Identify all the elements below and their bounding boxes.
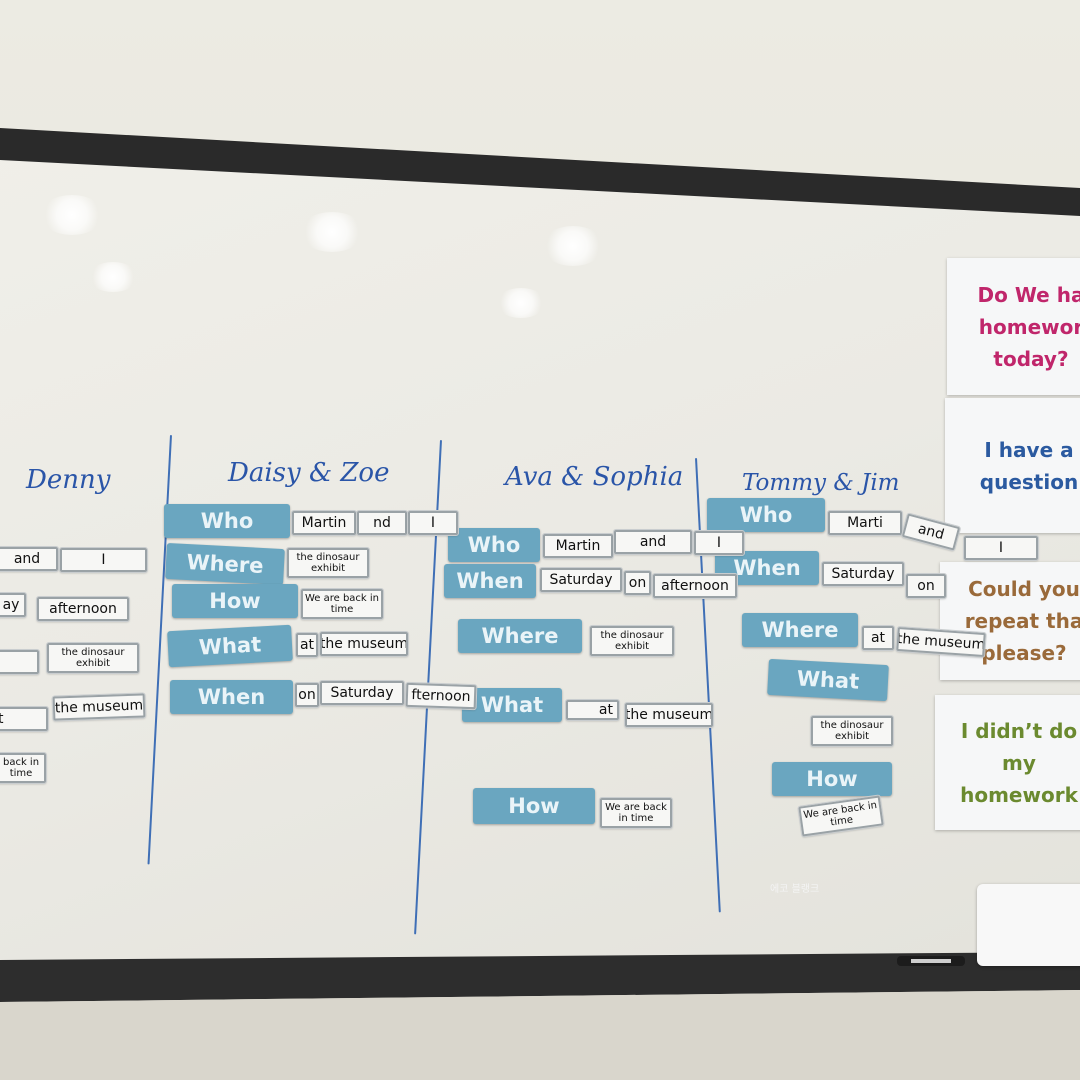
word-card-i[interactable]: I: [963, 535, 1039, 561]
watermark: 에코 블랭크: [770, 884, 820, 895]
word-card-back-in-time[interactable]: We are back in time: [300, 588, 384, 620]
poster-repeat-please: Could you repeat tha please?: [940, 562, 1080, 680]
word-card-saturday-partial[interactable]: ay: [0, 592, 27, 618]
question-card-where[interactable]: Where: [742, 613, 858, 647]
poster-line: repeat tha: [964, 609, 1080, 633]
poster-line: question: [979, 469, 1079, 494]
word-card-and[interactable]: and: [613, 529, 693, 555]
word-card-dinosaur-exhibit[interactable]: the dinosaur exhibit: [810, 715, 894, 747]
poster-line: please?: [981, 641, 1067, 665]
poster-homework-question: Do We ha homewor today?: [947, 258, 1080, 395]
poster-line: Could you: [968, 577, 1080, 601]
question-card-who[interactable]: Who: [164, 504, 290, 538]
light-reflection: [88, 262, 138, 292]
word-card-on[interactable]: on: [905, 573, 947, 599]
question-card-who[interactable]: Who: [707, 498, 825, 532]
question-card-where[interactable]: Where: [458, 619, 582, 653]
word-card-saturday[interactable]: Saturday: [539, 567, 623, 593]
word-card-on[interactable]: on: [294, 682, 320, 708]
marker-pen: [897, 956, 965, 966]
poster-line: my: [1002, 750, 1036, 775]
light-reflection: [496, 288, 546, 318]
word-card-museum[interactable]: the museum: [319, 631, 409, 657]
column-header-tommy-jim: Tommy & Jim: [742, 470, 900, 496]
poster-line: I didn’t do: [960, 718, 1078, 743]
word-card-saturday[interactable]: Saturday: [319, 680, 405, 706]
poster-line: homewor: [978, 314, 1080, 339]
question-card-how[interactable]: How: [473, 788, 595, 824]
poster-line: today?: [993, 346, 1069, 371]
column-header-ava-sophia: Ava & Sophia: [505, 462, 684, 492]
poster-line: I have a: [984, 437, 1074, 462]
question-card-when[interactable]: When: [444, 564, 536, 598]
word-card-at[interactable]: at: [565, 699, 620, 721]
word-card-dinosaur-exhibit[interactable]: the dinosaur exhibit: [589, 625, 675, 657]
poster-have-question: I have a question: [945, 398, 1080, 533]
question-card-who[interactable]: Who: [448, 528, 540, 562]
word-card-museum[interactable]: the museum: [51, 692, 147, 722]
word-card-afternoon[interactable]: afternoon: [36, 596, 130, 622]
word-card-dinosaur-exhibit[interactable]: the dinosaur exhibit: [286, 547, 370, 579]
word-card-i[interactable]: I: [59, 547, 148, 573]
light-reflection: [40, 195, 104, 235]
question-card-what[interactable]: What: [767, 658, 889, 702]
light-reflection: [300, 212, 364, 252]
word-card-martin[interactable]: Martin: [542, 533, 614, 559]
column-header-denny: Denny: [26, 465, 111, 495]
light-reflection: [542, 226, 604, 266]
question-card-how[interactable]: How: [772, 762, 892, 796]
word-card-back-in-time[interactable]: We are back in time: [599, 797, 673, 829]
word-card-and[interactable]: and: [0, 546, 59, 572]
poster-didnt-do-homework: I didn’t do my homework: [935, 695, 1080, 830]
eraser-tray: [977, 884, 1080, 966]
word-card-at[interactable]: at: [861, 625, 895, 651]
word-card-at-partial[interactable]: t: [0, 706, 49, 732]
word-card-i[interactable]: I: [693, 530, 745, 556]
word-card-at[interactable]: at: [295, 632, 319, 658]
word-card-and[interactable]: nd: [356, 510, 408, 536]
question-card-how[interactable]: How: [172, 584, 298, 618]
question-card-when[interactable]: When: [170, 680, 293, 714]
question-card-what[interactable]: What: [462, 688, 562, 722]
word-card-afternoon[interactable]: fternoon: [404, 681, 478, 711]
word-card-blank[interactable]: [0, 649, 40, 675]
word-card-back-in-time-partial[interactable]: back in time: [0, 752, 47, 784]
word-card-saturday[interactable]: Saturday: [821, 561, 905, 587]
question-card-where[interactable]: Where: [165, 542, 285, 586]
word-card-on[interactable]: on: [623, 570, 652, 596]
word-card-i[interactable]: I: [407, 510, 459, 536]
word-card-afternoon[interactable]: afternoon: [652, 573, 738, 599]
poster-line: homework: [960, 782, 1078, 807]
poster-line: Do We ha: [977, 282, 1080, 307]
question-card-what[interactable]: What: [167, 624, 293, 668]
word-card-martin[interactable]: Martin: [291, 510, 357, 536]
word-card-martin[interactable]: Marti: [827, 510, 903, 536]
column-header-daisy-zoe: Daisy & Zoe: [228, 458, 390, 488]
word-card-museum[interactable]: the museum: [624, 702, 714, 728]
word-card-dinosaur-exhibit[interactable]: the dinosaur exhibit: [46, 642, 140, 674]
